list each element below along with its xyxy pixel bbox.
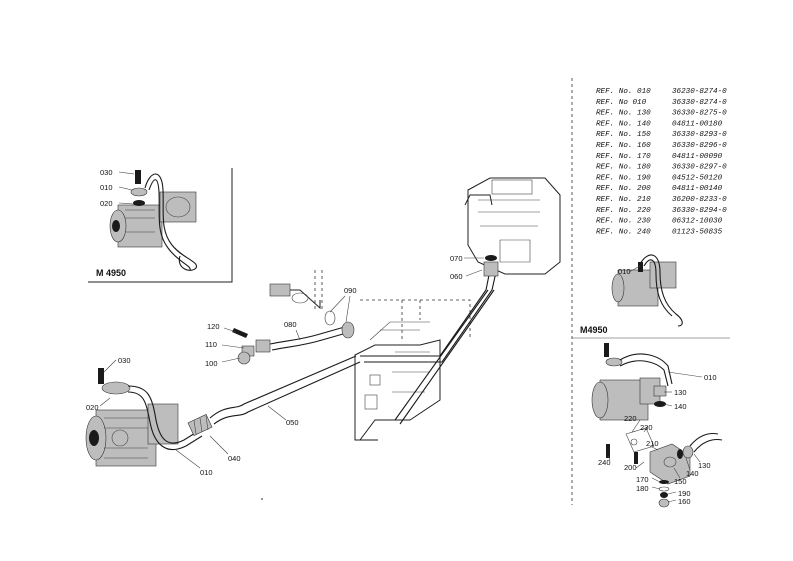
label-010: 010: [704, 373, 717, 382]
label-080: 080: [284, 320, 297, 329]
label-060: 060: [450, 272, 463, 281]
ref-number: REF. No. 170: [596, 153, 651, 161]
ref-number: REF. No. 190: [596, 174, 651, 182]
part-number: 36230-8274-0: [672, 88, 727, 96]
ref-number: REF. No. 200: [596, 185, 651, 193]
part-number: 04811-00180: [672, 120, 723, 128]
label-010: 010: [618, 267, 631, 276]
label-120: 120: [207, 322, 220, 331]
speck: [261, 498, 263, 500]
ref-number: REF. No. 140: [596, 120, 651, 128]
ref-number: REF. No 010: [596, 99, 647, 107]
part-number: 01123-50835: [672, 228, 723, 236]
engine-block: [464, 177, 561, 275]
label-090: 090: [344, 286, 357, 295]
banjo-fitting-icon: [130, 187, 148, 197]
label-180: 180: [636, 484, 649, 493]
fitting-070-icon: [483, 261, 499, 277]
inset-border: [88, 168, 233, 283]
label-070: 070: [450, 254, 463, 263]
part-number: 36330-8296-0: [672, 142, 727, 150]
label-210: 210: [646, 439, 659, 448]
main-assembly: 030 020 010 040 050 060 070 080 090 100 …: [85, 177, 561, 477]
label-050: 050: [286, 418, 299, 427]
mount-plate: [354, 299, 471, 441]
label-140: 140: [686, 469, 699, 478]
inset-top-right: 010 M4950: [580, 254, 683, 335]
label-240: 240: [598, 458, 611, 467]
bolt-icon: [98, 368, 104, 384]
pump-illustration-small: [109, 191, 197, 248]
part-number: 06312-10030: [672, 218, 723, 226]
ref-number: REF. No. 220: [596, 207, 651, 215]
part-number: 36330-8294-0: [672, 207, 727, 215]
label-040: 040: [228, 454, 241, 463]
label-030: 030: [100, 168, 113, 177]
banjo-fitting-icon: [101, 381, 131, 395]
plug-icon: [237, 351, 251, 365]
label-130: 130: [698, 461, 711, 470]
label-010: 010: [200, 468, 213, 477]
label-230: 230: [640, 423, 653, 432]
part-number: 04811-00140: [672, 185, 723, 193]
label-030: 030: [118, 356, 131, 365]
label-170: 170: [636, 475, 649, 484]
label-010: 010: [100, 183, 113, 192]
label-130: 130: [674, 388, 687, 397]
part-number: 36330-8275-0: [672, 110, 727, 118]
washer-icon: [133, 200, 145, 206]
model-label: M 4950: [96, 268, 126, 278]
label-140: 140: [674, 402, 687, 411]
label-020: 020: [86, 403, 99, 412]
return-hose-assembly: [232, 270, 355, 365]
part-number: 04811-00090: [672, 153, 723, 161]
part-number: 36330-8293-0: [672, 131, 727, 139]
inset-bottom-right: 010 130 140 220 230 210 200 240 150 170 …: [591, 343, 723, 508]
ref-number: REF. No. 240: [596, 228, 651, 236]
ref-number: REF. No. 150: [596, 131, 651, 139]
part-number: 36330-8274-0: [672, 99, 727, 107]
part-number: 04512-50120: [672, 174, 723, 182]
fitting-130-icon: [653, 385, 667, 397]
ref-number: REF. No. 230: [596, 218, 651, 226]
part-number: 36330-8297-0: [672, 164, 727, 172]
ref-number: REF. No. 210: [596, 196, 651, 204]
label-150: 150: [674, 477, 687, 486]
label-020: 020: [100, 199, 113, 208]
model-label: M4950: [580, 325, 608, 335]
part-number: 36200-8233-0: [672, 196, 727, 204]
bolt-icon: [232, 328, 248, 338]
label-190: 190: [678, 489, 691, 498]
ref-number: REF. No. 010: [596, 88, 651, 96]
label-100: 100: [205, 359, 218, 368]
clamp-icon: [324, 310, 336, 326]
bolt-icon: [135, 170, 141, 184]
inset-top-left: 030 010 020 M 4950: [88, 168, 233, 283]
label-220: 220: [624, 414, 637, 423]
label-110: 110: [205, 340, 217, 349]
ref-number: REF. No. 180: [596, 164, 651, 172]
pump-illustration: [85, 403, 179, 467]
label-160: 160: [678, 497, 691, 506]
label-200: 200: [624, 463, 637, 472]
clamp-icon: [341, 321, 355, 339]
ref-number: REF. No. 160: [596, 142, 651, 150]
ref-number: REF. No. 130: [596, 110, 651, 118]
union-fitting-icon: [187, 414, 213, 436]
